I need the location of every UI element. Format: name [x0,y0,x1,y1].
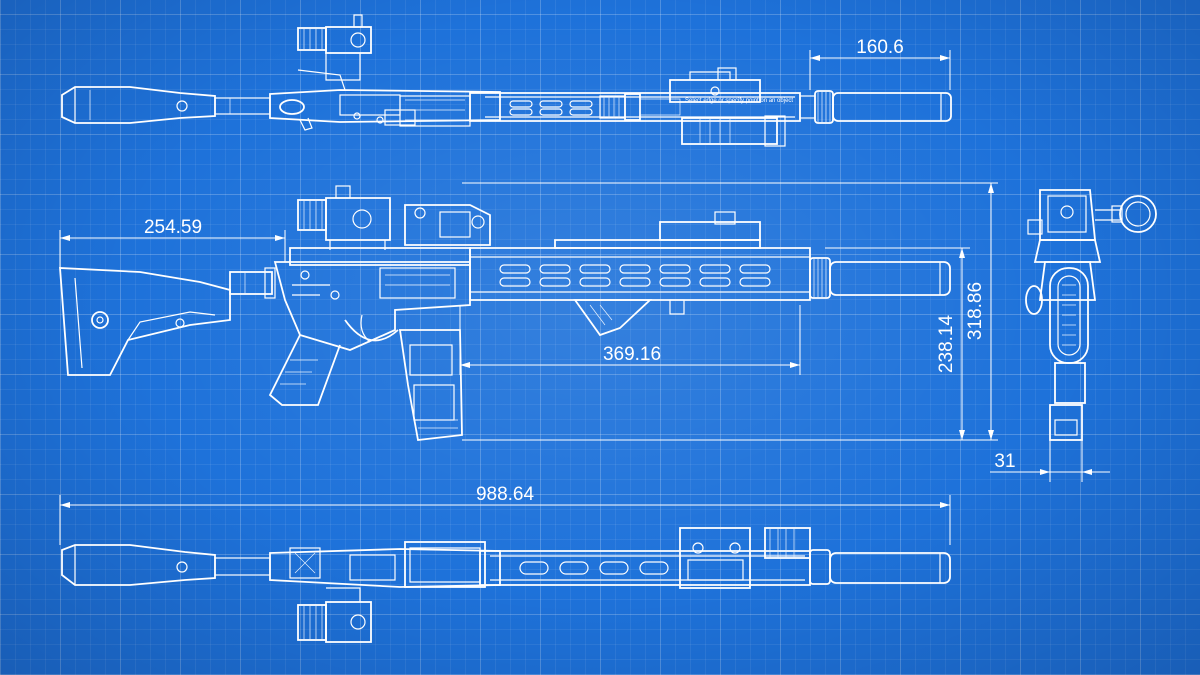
side-view-rifle [59,185,951,441]
dimension-handguard: 369.16 [459,305,801,375]
dimension-overall-length: 988.64 [59,484,951,545]
dim-grip-width-label: 31 [994,451,1015,472]
dim-stock-label: 254.59 [144,217,202,238]
bottom-view-rifle [61,527,951,643]
dimension-heights: 238.14 318.86 [462,182,998,441]
dimension-grip-width: 31 [990,440,1110,482]
dim-overall-length-label: 988.64 [476,484,535,505]
dim-handguard-label: 369.16 [603,344,661,365]
top-view-rifle: Select edge or specify point on an objec… [61,14,952,147]
dim-height-receiver-label: 238.14 [936,315,957,374]
cad-tooltip-text: Select edge or specify point on an objec… [685,98,793,104]
dim-suppressor-label: 160.6 [856,37,904,58]
dimension-suppressor: 160.6 [809,37,951,90]
dim-height-overall-label: 318.86 [965,282,986,340]
dimension-stock: 254.59 [59,217,286,268]
front-view-rifle [1025,189,1157,441]
